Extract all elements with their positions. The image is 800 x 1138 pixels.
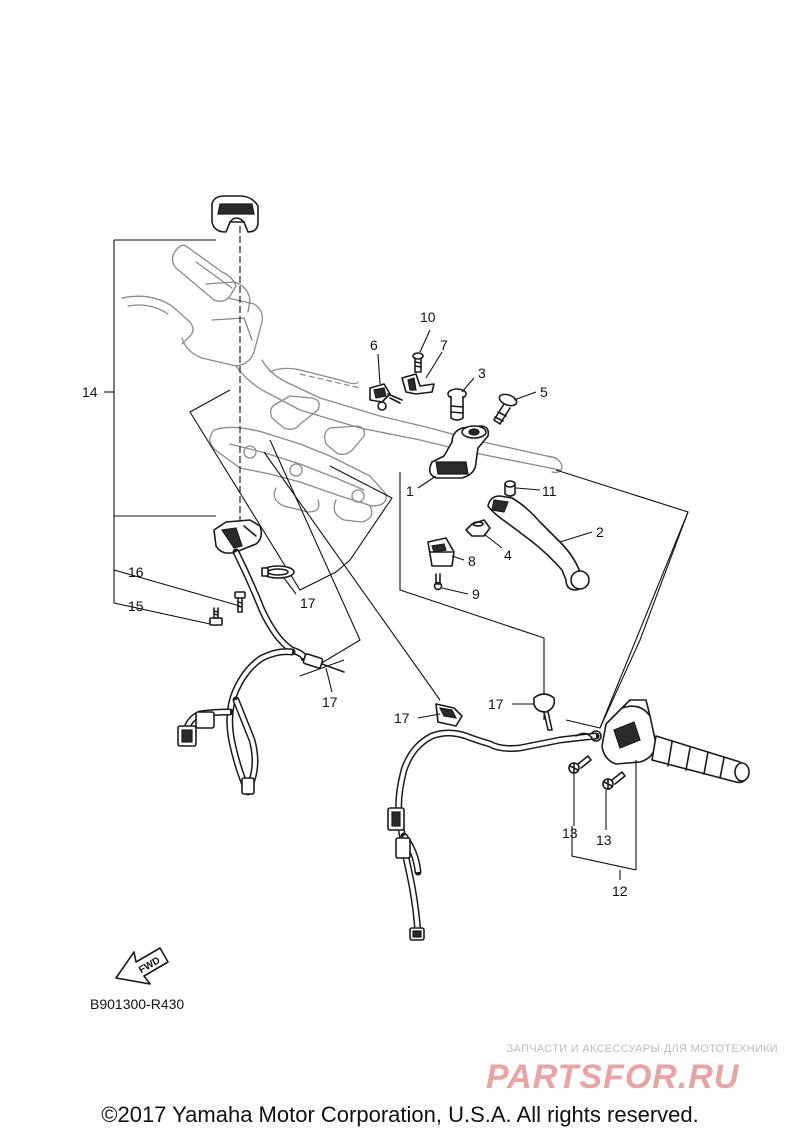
left-switch-upper xyxy=(211,195,259,233)
callout-13-a: 13 xyxy=(562,825,578,841)
copyright-notice: ©2017 Yamaha Motor Corporation, U.S.A. A… xyxy=(101,1102,699,1127)
part-11-collar xyxy=(504,480,516,497)
screw-13-right xyxy=(602,771,626,790)
screw-13-left xyxy=(568,755,592,774)
callout-12: 12 xyxy=(612,883,628,899)
screw-16 xyxy=(234,591,246,613)
callout-2: 2 xyxy=(596,524,604,540)
callout-16: 16 xyxy=(128,564,144,580)
part-10-screw xyxy=(412,352,424,373)
partsfor-watermark-logo: PARTSFOR.RU xyxy=(486,1058,740,1096)
callout-13-b: 13 xyxy=(596,832,612,848)
part-6-adjuster xyxy=(369,383,403,411)
screw-15 xyxy=(209,607,223,626)
callout-17-b: 17 xyxy=(322,694,338,710)
screws-13 xyxy=(568,755,626,790)
part-5-bolt xyxy=(493,393,518,425)
part-17-clamp-left xyxy=(261,565,295,579)
group-14-bracket xyxy=(104,226,241,625)
callout-9: 9 xyxy=(472,586,480,602)
callout-5: 5 xyxy=(540,384,548,400)
callout-6: 6 xyxy=(370,337,378,353)
callout-leaders xyxy=(283,329,637,880)
callout-17-a: 17 xyxy=(300,595,316,611)
callout-15: 15 xyxy=(128,598,144,614)
ghost-handlebar-assembly xyxy=(121,244,563,523)
fwd-arrow-icon: FWD xyxy=(115,947,169,985)
right-wire-harness xyxy=(387,693,600,941)
callout-3: 3 xyxy=(478,365,486,381)
left-wire-harness xyxy=(177,548,345,796)
part-4-nut xyxy=(465,519,491,537)
part-12-right-switch xyxy=(590,699,750,784)
callout-11: 11 xyxy=(542,483,557,499)
part-8-switch xyxy=(427,537,455,567)
watermark-logo-text: PARTSFOR.RU xyxy=(486,1058,740,1096)
left-switch-lower xyxy=(213,519,263,554)
callout-17-d: 17 xyxy=(488,696,504,712)
callout-8: 8 xyxy=(468,553,476,569)
callout-labels: 10 7 6 3 5 1 11 2 4 8 9 14 16 15 17 17 1… xyxy=(82,309,628,899)
callout-14: 14 xyxy=(82,384,98,400)
part-3-bolt xyxy=(447,388,467,421)
callout-10: 10 xyxy=(420,309,436,325)
part-2-clutch-lever xyxy=(487,495,590,591)
callout-17-c: 17 xyxy=(394,710,410,726)
part-1-clutch-holder xyxy=(428,425,490,479)
screws-15-16 xyxy=(209,591,246,626)
part-9-screw xyxy=(433,573,443,591)
grouping-lines xyxy=(189,389,689,729)
watermark-tagline: ЗАПЧАСТИ И АКСЕССУАРЫ ДЛЯ МОТОТЕХНИКИ xyxy=(506,1043,778,1055)
part-7-bracket xyxy=(401,373,435,395)
diagram-reference-code: B901300-R430 xyxy=(90,996,185,1012)
callout-4: 4 xyxy=(504,547,512,563)
callout-1: 1 xyxy=(406,483,414,499)
callout-7: 7 xyxy=(440,337,448,353)
